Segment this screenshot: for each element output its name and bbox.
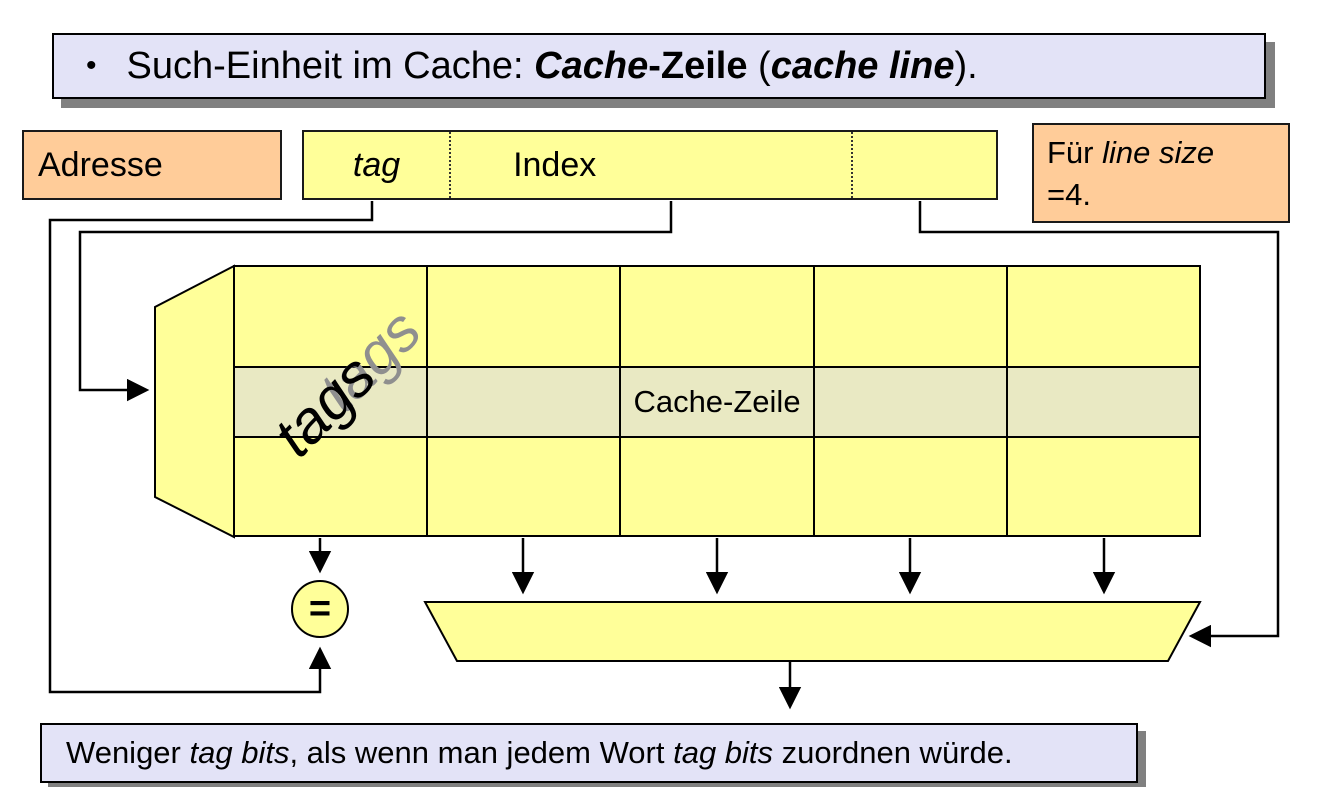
tag-label: tag: [352, 145, 401, 184]
index-to-decoder-path: [78, 201, 673, 402]
title-run-cacheline: cache line: [770, 44, 955, 87]
footer-run: , als wenn man jedem Wort: [289, 735, 674, 770]
index-label: Index: [513, 145, 597, 184]
address-field-offset-section: [850, 132, 996, 198]
comparator-circle: [291, 580, 349, 638]
address-field-tag-section: tag: [304, 132, 449, 198]
tag-to-comparator-path: [48, 201, 374, 694]
adresse-box: Adresse: [22, 130, 282, 200]
note-run-linesize: line size: [1102, 135, 1215, 170]
address-field: tag Index: [302, 130, 998, 200]
title-run: Such-Einheit im Cache:: [126, 44, 535, 87]
title-text: Such-Einheit im Cache: Cache-Zeile (cach…: [127, 45, 978, 88]
footer-run-tagbits: tag bits: [673, 735, 774, 770]
adresse-label: Adresse: [38, 145, 163, 184]
address-field-index-section: Index: [449, 132, 851, 198]
title-run-cache: Cache: [534, 44, 649, 87]
cache-array-column-lines: [426, 266, 1008, 536]
footer-run: Weniger: [66, 735, 190, 770]
cache-line-highlight-row: [233, 366, 1201, 438]
title-run-zeile: -Zeile: [648, 44, 748, 87]
title-box: • Such-Einheit im Cache: Cache-Zeile (ca…: [52, 33, 1266, 99]
footer-run-tagbits: tag bits: [189, 735, 290, 770]
footer-run: zuordnen würde.: [773, 735, 1013, 770]
decoder-shape: [154, 264, 235, 539]
mux-trapezoid: [423, 601, 1202, 662]
title-run: (: [747, 44, 771, 87]
footer-box: Weniger tag bits, als wenn man jedem Wor…: [40, 723, 1138, 783]
cache-zeile-label: Cache-Zeile: [633, 384, 801, 419]
note-run: Für: [1047, 135, 1103, 170]
title-run: ).: [954, 44, 978, 87]
line-size-note-box: Für line size =4.: [1032, 123, 1290, 223]
note-run-value: =4.: [1047, 176, 1091, 212]
bullet-icon: •: [86, 49, 97, 82]
comparator-symbol: =: [308, 587, 332, 630]
offset-to-mux-path: [918, 201, 1280, 648]
